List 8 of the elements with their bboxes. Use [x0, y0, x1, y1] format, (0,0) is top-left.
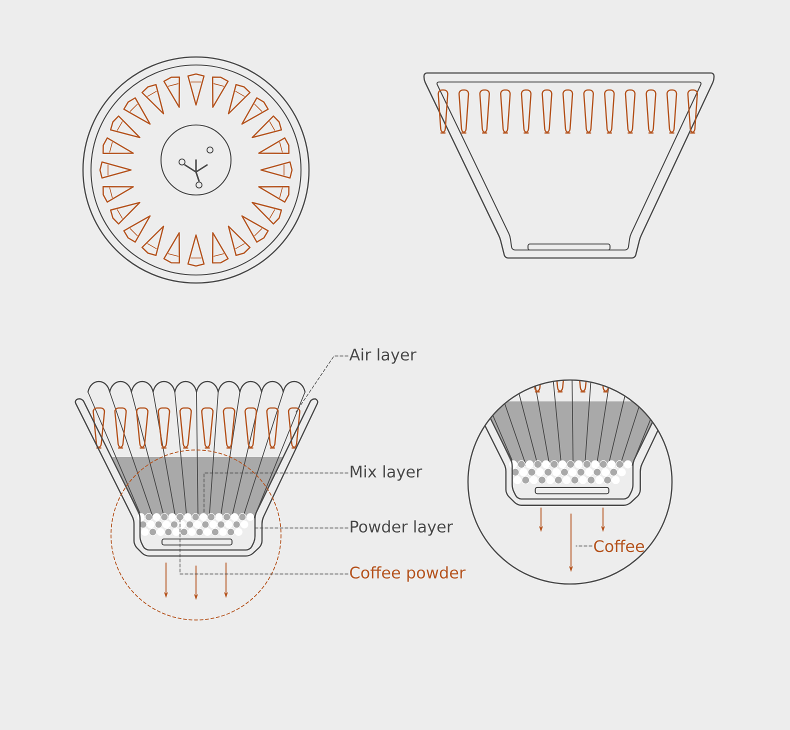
callout-label: Air layer [349, 348, 416, 364]
callout-label: Mix layer [350, 465, 422, 481]
callout-label: Coffee [594, 540, 644, 552]
leader-line [296, 356, 348, 412]
callout-label: Powder layer [350, 520, 453, 536]
leader-line [204, 472, 348, 512]
leader-line [180, 520, 348, 574]
callout-label: Coffee powder [350, 566, 466, 582]
